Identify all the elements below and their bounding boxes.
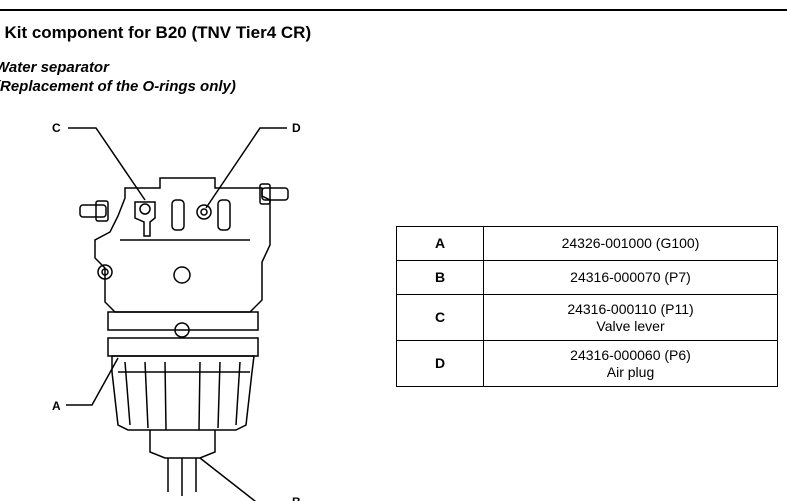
leader-line-c: [68, 127, 146, 201]
section-heading: I Kit component for B20 (TNV Tier4 CR): [0, 23, 312, 42]
parts-table: A 24326-001000 (G100) B 24316-000070 (P7…: [396, 226, 778, 387]
part-description: Air plug: [606, 363, 655, 380]
part-key: C: [396, 294, 484, 341]
inlet-nipple: [79, 204, 107, 218]
callout-b: B: [292, 495, 301, 501]
section-subtitle: Water separator (Replacement of the O-ri…: [0, 58, 236, 96]
part-number-text: 24316-000070 (P7): [570, 269, 691, 285]
part-number-text: 24316-000060 (P6): [570, 346, 691, 363]
part-number: 24316-000070 (P7): [483, 260, 778, 295]
table-row: C 24316-000110 (P11) Valve lever: [396, 294, 778, 341]
part-number: 24316-000060 (P6) Air plug: [483, 340, 778, 387]
part-key: A: [396, 226, 484, 261]
air-plug: [196, 204, 212, 220]
top-rule: [0, 9, 787, 11]
subtitle-line-2: (Replacement of the O-rings only): [0, 78, 236, 95]
part-description: Valve lever: [596, 317, 665, 334]
part-key: D: [396, 340, 484, 387]
part-number-text: 24326-001000 (G100): [561, 235, 700, 251]
subtitle-line-1: Water separator: [0, 59, 109, 76]
callout-a: A: [52, 399, 61, 413]
leader-line-b: [199, 457, 257, 501]
separator-bowl: [111, 355, 255, 431]
table-row: B 24316-000070 (P7): [396, 260, 778, 295]
table-row: D 24316-000060 (P6) Air plug: [396, 340, 778, 387]
part-number-text: 24316-000110 (P11): [567, 300, 694, 317]
part-number: 24326-001000 (G100): [483, 226, 778, 261]
part-key: B: [396, 260, 484, 295]
callout-d: D: [292, 121, 301, 135]
valve-lever: [134, 201, 156, 237]
part-number: 24316-000110 (P11) Valve lever: [483, 294, 778, 341]
drain-plug: [149, 430, 216, 459]
leader-line-d: [205, 127, 287, 209]
callout-c: C: [52, 121, 61, 135]
leader-line-a: [66, 357, 119, 406]
housing-outline: [94, 177, 271, 313]
outlet-nipple: [261, 187, 289, 201]
table-row: A 24326-001000 (G100): [396, 226, 778, 261]
